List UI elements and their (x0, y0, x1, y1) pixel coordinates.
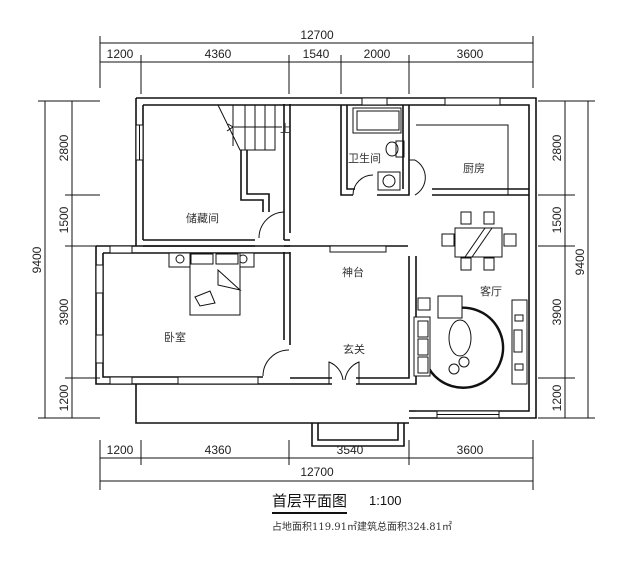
room-label-living-room: 客厅 (480, 284, 502, 298)
room-label-shrine: 神台 (342, 265, 364, 279)
left-dimension-chain (38, 100, 100, 419)
double-bed (168, 252, 255, 316)
top-dimension-2: 4360 (205, 47, 232, 61)
top-dimension-4: 2000 (364, 47, 391, 61)
left-dimension-3: 3900 (57, 298, 71, 325)
windows (95, 97, 501, 419)
right-total-dimension: 9400 (573, 248, 587, 275)
sofa-set (413, 295, 505, 389)
bottom-dimension-1: 1200 (107, 443, 134, 457)
top-dimension-5: 3600 (457, 47, 484, 61)
shrine-table (329, 245, 387, 253)
stair-up-label: 上 (280, 122, 291, 135)
doors (258, 159, 426, 384)
right-dimension-1: 2800 (550, 134, 564, 161)
right-dimension-3: 3900 (550, 298, 564, 325)
left-dimension-2: 1500 (57, 206, 71, 233)
top-dimension-1: 1200 (107, 47, 134, 61)
bottom-dimension-4: 3600 (457, 443, 484, 457)
plan-title: 首层平面图 (272, 490, 348, 514)
area-summary: 占地面积119.91㎡建筑总面积324.81㎡ (272, 522, 452, 533)
room-label-storage: 储藏间 (186, 211, 219, 225)
bottom-dimension-3: 3540 (337, 443, 364, 457)
plan-scale: 1:100 (369, 493, 402, 508)
bottom-dimension-2: 4360 (205, 443, 232, 457)
right-dimension-4: 1200 (550, 384, 564, 411)
left-dimension-1: 2800 (57, 134, 71, 161)
left-dimension-4: 1200 (57, 384, 71, 411)
top-dimension-chain (99, 36, 534, 94)
room-label-kitchen: 厨房 (463, 162, 485, 175)
right-dimension-chain (538, 100, 595, 419)
top-dimension-3: 1540 (303, 47, 330, 61)
walls (95, 97, 537, 447)
room-label-bathroom: 卫生间 (348, 151, 381, 165)
room-label-bedroom: 卧室 (164, 330, 186, 344)
tv-cabinet (511, 299, 528, 385)
bottom-dimension-chain (99, 440, 534, 490)
staircase (217, 104, 282, 151)
room-label-foyer: 玄关 (343, 342, 365, 356)
kitchen-counter (416, 124, 509, 195)
bottom-total-dimension: 12700 (300, 465, 334, 479)
top-total-dimension: 12700 (300, 28, 334, 42)
right-dimension-2: 1500 (550, 206, 564, 233)
left-total-dimension: 9400 (30, 246, 44, 273)
dining-table-set (441, 211, 517, 271)
bathroom-fixtures (352, 107, 405, 191)
